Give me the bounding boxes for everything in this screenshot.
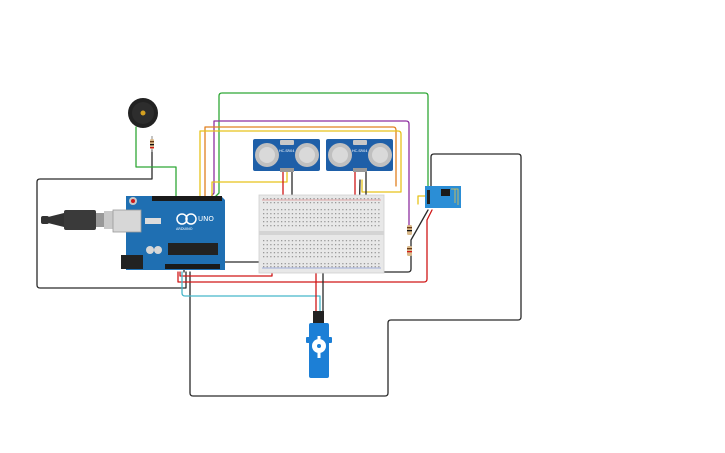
analog-header xyxy=(165,264,220,269)
wire-red-main[interactable] xyxy=(177,209,433,283)
breadboard-holes xyxy=(263,198,380,268)
ultrasonic-sensor-left[interactable]: HC-SR04 xyxy=(253,139,320,172)
wire-purple[interactable] xyxy=(209,120,410,231)
wire-black-right-loop[interactable] xyxy=(189,153,522,397)
ultrasonic-sensor-right[interactable]: HC-SR04 xyxy=(326,139,393,172)
wire-yellow-sensor-left[interactable] xyxy=(211,171,288,199)
sensor-right-label: HC-SR04 xyxy=(352,149,368,153)
arduino-uno[interactable]: ARDUINO UNO xyxy=(112,196,225,270)
wire-cyan-servo[interactable] xyxy=(181,271,321,313)
resistor-wifi-upper[interactable] xyxy=(407,225,412,235)
wire-black-buzzer-loop[interactable] xyxy=(36,149,187,289)
piezo-buzzer[interactable] xyxy=(128,98,158,128)
servo-motor[interactable] xyxy=(306,311,332,378)
resistor-buzzer[interactable] xyxy=(150,136,154,152)
power-jack xyxy=(121,255,143,269)
arduino-logo xyxy=(176,213,197,225)
wire-yellow[interactable] xyxy=(199,130,402,199)
sensor-left-label: HC-SR04 xyxy=(279,149,295,153)
digital-header xyxy=(152,196,222,201)
board-model-text: UNO xyxy=(198,215,214,223)
resistor-wifi-lower[interactable] xyxy=(407,246,412,256)
wire-green-buzzer[interactable] xyxy=(135,126,177,199)
breadboard[interactable] xyxy=(258,194,385,274)
board-brand-text: ARDUINO xyxy=(176,227,193,231)
usb-port xyxy=(112,209,142,233)
wire-yellow-wifi[interactable] xyxy=(417,195,429,205)
microcontroller-chip xyxy=(168,243,218,255)
wire-orange[interactable] xyxy=(204,126,397,199)
usb-cable[interactable] xyxy=(41,210,124,230)
wire-green-top[interactable] xyxy=(213,92,429,201)
esp8266-wifi-module[interactable] xyxy=(425,186,461,208)
